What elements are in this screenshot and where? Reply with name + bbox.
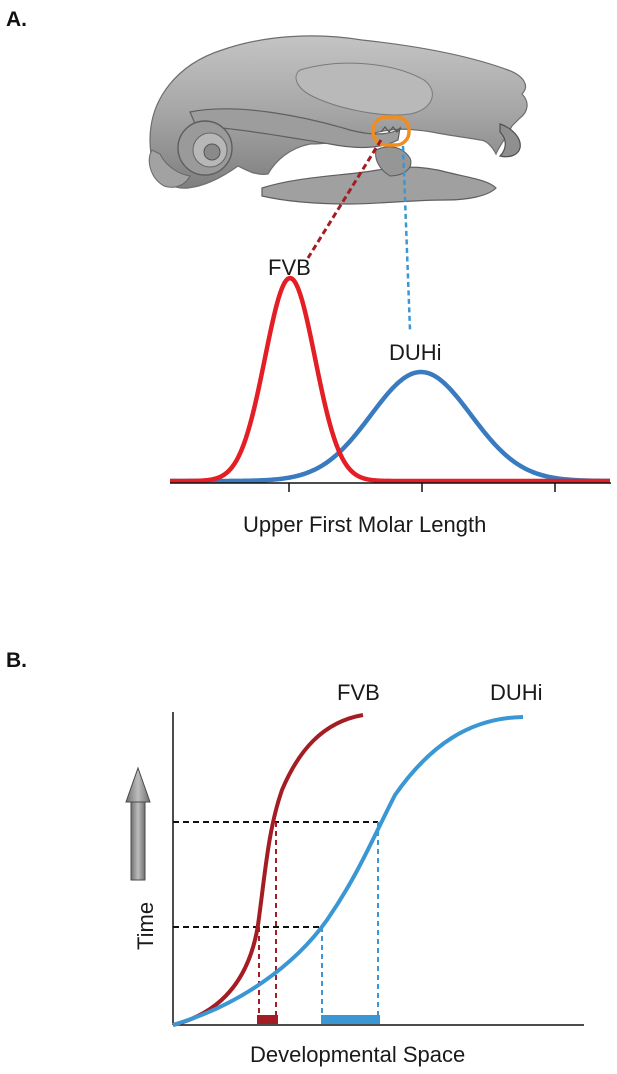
panel-b-y-axis-label: Time <box>133 902 158 950</box>
panel-a-label: A. <box>6 8 27 31</box>
distribution-curves <box>169 275 611 484</box>
duhi-connector-line <box>401 145 412 331</box>
duhi-growth-curve <box>172 715 524 1027</box>
duhi-label-a: DUHi <box>389 340 442 365</box>
fvb-label-b: FVB <box>337 680 380 705</box>
fvb-connector-line <box>306 139 383 259</box>
panel-b-x-axis-label: Developmental Space <box>250 1042 465 1067</box>
duhi-range-bar <box>321 1015 380 1024</box>
panel-b-label: B. <box>6 649 27 672</box>
fvb-vertical-guides <box>258 822 277 1018</box>
duhi-distribution-curve <box>169 369 611 484</box>
duhi-vertical-guides <box>321 822 379 1018</box>
fvb-label-a: FVB <box>268 255 311 280</box>
duhi-label-b: DUHi <box>490 680 543 705</box>
time-arrow-icon <box>125 766 151 881</box>
fvb-range-bar <box>257 1015 278 1024</box>
fvb-distribution-curve <box>169 275 611 484</box>
fvb-growth-curve <box>172 713 364 1027</box>
molar-highlight-ring <box>371 115 411 147</box>
horizontal-guide-lines <box>173 821 378 928</box>
panel-a-x-axis-label: Upper First Molar Length <box>243 512 486 537</box>
mouse-skull-illustration <box>148 35 528 205</box>
